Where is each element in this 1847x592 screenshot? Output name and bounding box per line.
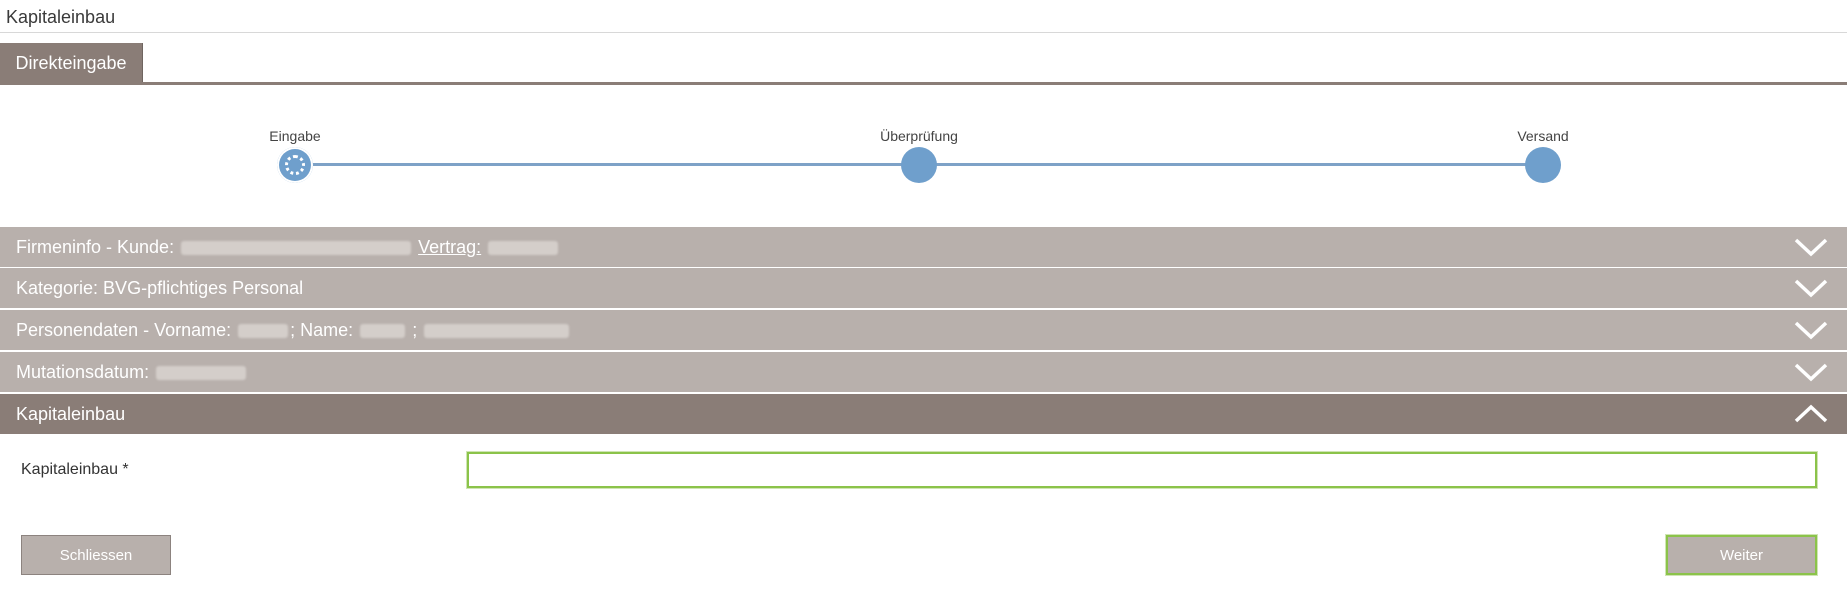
firmeninfo-label: Firmeninfo - Kunde: xyxy=(16,237,175,257)
contract-link[interactable]: Vertrag: xyxy=(418,237,482,257)
mutationsdatum-label: Mutationsdatum: xyxy=(16,362,150,382)
step-dot-ueberpruefung xyxy=(901,147,937,183)
kapitaleinbau-field-label: Kapitaleinbau * xyxy=(21,461,129,478)
chevron-down-icon[interactable] xyxy=(1793,275,1829,301)
redacted-customer xyxy=(181,241,412,256)
chevron-down-icon[interactable] xyxy=(1793,359,1829,385)
redacted-name xyxy=(360,324,406,339)
kapitaleinbau-input[interactable] xyxy=(467,452,1817,488)
step-label-versand: Versand xyxy=(1517,128,1569,144)
accordion-kapitaleinbau[interactable]: Kapitaleinbau xyxy=(0,394,1847,434)
next-button[interactable]: Weiter xyxy=(1666,535,1817,575)
accordion-firmeninfo[interactable]: Firmeninfo - Kunde: Vertrag: xyxy=(0,227,1847,267)
tab-divider xyxy=(0,82,1847,85)
close-button[interactable]: Schliessen xyxy=(21,535,171,575)
accordion-mutationsdatum[interactable]: Mutationsdatum: xyxy=(0,352,1847,392)
step-label-eingabe: Eingabe xyxy=(269,128,321,144)
redacted-date xyxy=(156,366,247,381)
separator: ; xyxy=(412,320,418,340)
kapitaleinbau-header-label: Kapitaleinbau xyxy=(16,404,126,424)
chevron-up-icon[interactable] xyxy=(1793,401,1829,427)
redacted-contract xyxy=(488,241,559,256)
kategorie-label: Kategorie: BVG-pflichtiges Personal xyxy=(16,278,304,298)
redacted-ahv xyxy=(424,324,570,339)
step-label-ueberpruefung: Überprüfung xyxy=(880,128,958,144)
step-dot-eingabe xyxy=(277,147,313,183)
chevron-down-icon[interactable] xyxy=(1793,317,1829,343)
accordion-kategorie[interactable]: Kategorie: BVG-pflichtiges Personal xyxy=(0,268,1847,308)
accordion-personendaten[interactable]: Personendaten - Vorname: ; Name: ; xyxy=(0,310,1847,350)
page-title: Kapitaleinbau xyxy=(6,7,116,27)
name-label: ; Name: xyxy=(290,320,354,340)
tab-direkteingabe[interactable]: Direkteingabe xyxy=(0,43,143,83)
step-dot-versand xyxy=(1525,147,1561,183)
personendaten-label: Personendaten - Vorname: xyxy=(16,320,232,340)
chevron-down-icon[interactable] xyxy=(1793,234,1829,260)
redacted-firstname xyxy=(238,324,289,339)
loading-spinner-icon xyxy=(285,155,305,175)
title-divider xyxy=(0,32,1847,33)
